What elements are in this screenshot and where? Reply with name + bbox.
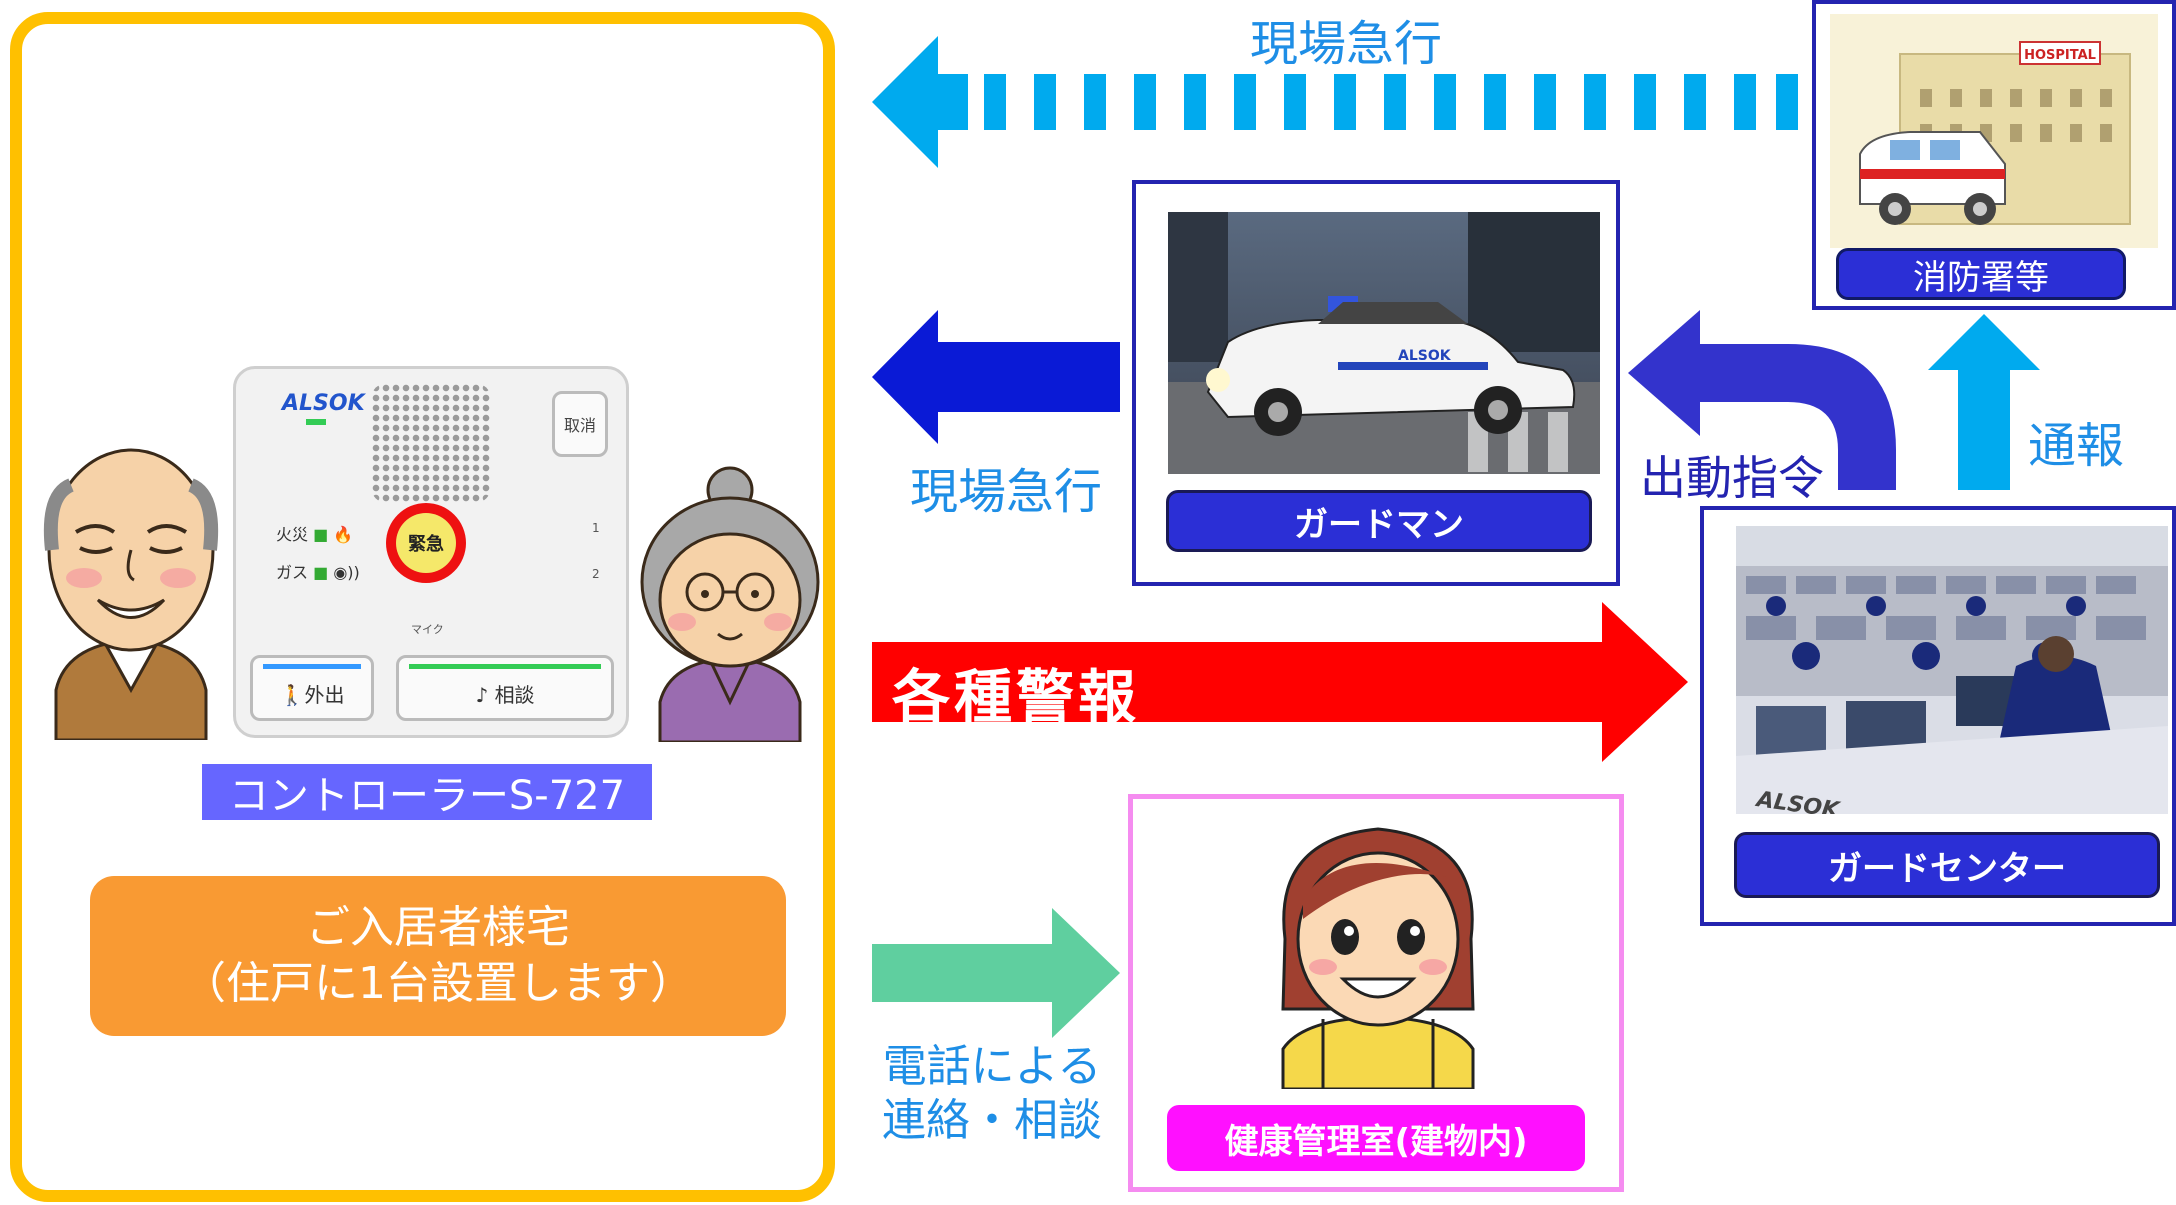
hospital-illustration: HOSPITAL: [1830, 14, 2158, 248]
car-brand: ALSOK: [1398, 348, 1452, 364]
phone-arrow: [872, 908, 1120, 1038]
walk-icon: 🚶: [279, 683, 305, 707]
phone-label-line1: 電話による: [882, 1041, 1102, 1092]
hospital-sign: HOSPITAL: [2024, 48, 2096, 63]
consult-button[interactable]: ♪ 相談: [396, 655, 614, 721]
health-room-frame: 健康管理室(建物内): [1128, 794, 1624, 1192]
elderly-man-illustration: [43, 448, 219, 740]
gas-led: ■: [313, 563, 329, 582]
dispatch-arrow: [1628, 310, 1896, 490]
consult-button-label: 相談: [494, 683, 535, 707]
fire-dept-label: 消防署等: [1836, 248, 2126, 300]
indicator-1: 1: [592, 521, 600, 535]
emergency-button-face: 緊急: [396, 513, 456, 573]
fire-label: 火災: [276, 525, 309, 544]
patrol-car-photo: ALSOK: [1168, 212, 1600, 474]
guardman-frame: ALSOK ガードマン: [1132, 180, 1620, 586]
report-arrow: [1928, 314, 2040, 490]
top-rush-arrow: [872, 36, 1798, 168]
gas-label: ガス: [276, 563, 309, 582]
note-icon: ♪: [475, 683, 489, 707]
out-button-label: 外出: [304, 683, 345, 707]
alarms-arrow: [872, 602, 1688, 762]
mid-rush-label: 現場急行: [910, 464, 1103, 520]
fire-icon: 🔥: [333, 525, 354, 544]
device-label: コントローラーS-727: [202, 764, 652, 820]
speaker-grille: [371, 383, 491, 503]
status-led: [306, 419, 326, 425]
dispatch-label: 出動指令: [1640, 451, 1824, 505]
guard-center-label: ガードセンター: [1734, 832, 2160, 898]
alarms-label: 各種警報: [892, 663, 1141, 731]
report-label: 通報: [2028, 418, 2125, 474]
brand-logo: ALSOK: [282, 391, 365, 416]
control-room-photo: ALSOK: [1736, 526, 2168, 814]
top-rush-label: 現場急行: [1250, 16, 1443, 72]
emergency-button[interactable]: 緊急: [386, 503, 466, 583]
fire-led: ■: [313, 525, 329, 544]
home-label-line2: （住戸に1台設置します）: [182, 958, 694, 1009]
guard-center-frame: ALSOK ガードセンター: [1700, 506, 2176, 926]
fire-dept-frame: HOSPITAL 消防署等: [1812, 0, 2176, 310]
mic-label: マイク: [411, 623, 444, 636]
out-button[interactable]: 🚶外出: [250, 655, 374, 721]
guardman-label: ガードマン: [1166, 490, 1592, 552]
elderly-woman-illustration: [640, 466, 820, 742]
out-button-led: [263, 664, 361, 669]
cancel-button[interactable]: 取消: [552, 391, 608, 457]
indicator-2: 2: [592, 567, 600, 581]
gas-icon: ◉)): [333, 563, 360, 582]
mid-rush-arrow: [872, 310, 1120, 444]
health-room-label: 健康管理室(建物内): [1167, 1105, 1585, 1171]
home-label: ご入居者様宅 （住戸に1台設置します）: [90, 876, 786, 1036]
phone-label: 電話による 連絡・相談: [882, 1040, 1102, 1148]
controller-device: ALSOK 取消 火災 ■ 🔥 ガス ■ ◉)) 緊急 1 2 マイク 🚶外出 …: [233, 366, 629, 738]
phone-label-line2: 連絡・相談: [882, 1095, 1102, 1146]
nurse-illustration: [1281, 827, 1475, 1089]
gas-indicator: ガス ■ ◉)): [276, 559, 360, 583]
home-label-line1: ご入居者様宅: [306, 902, 570, 953]
fire-indicator: 火災 ■ 🔥: [276, 521, 353, 545]
consult-button-led: [409, 664, 601, 669]
